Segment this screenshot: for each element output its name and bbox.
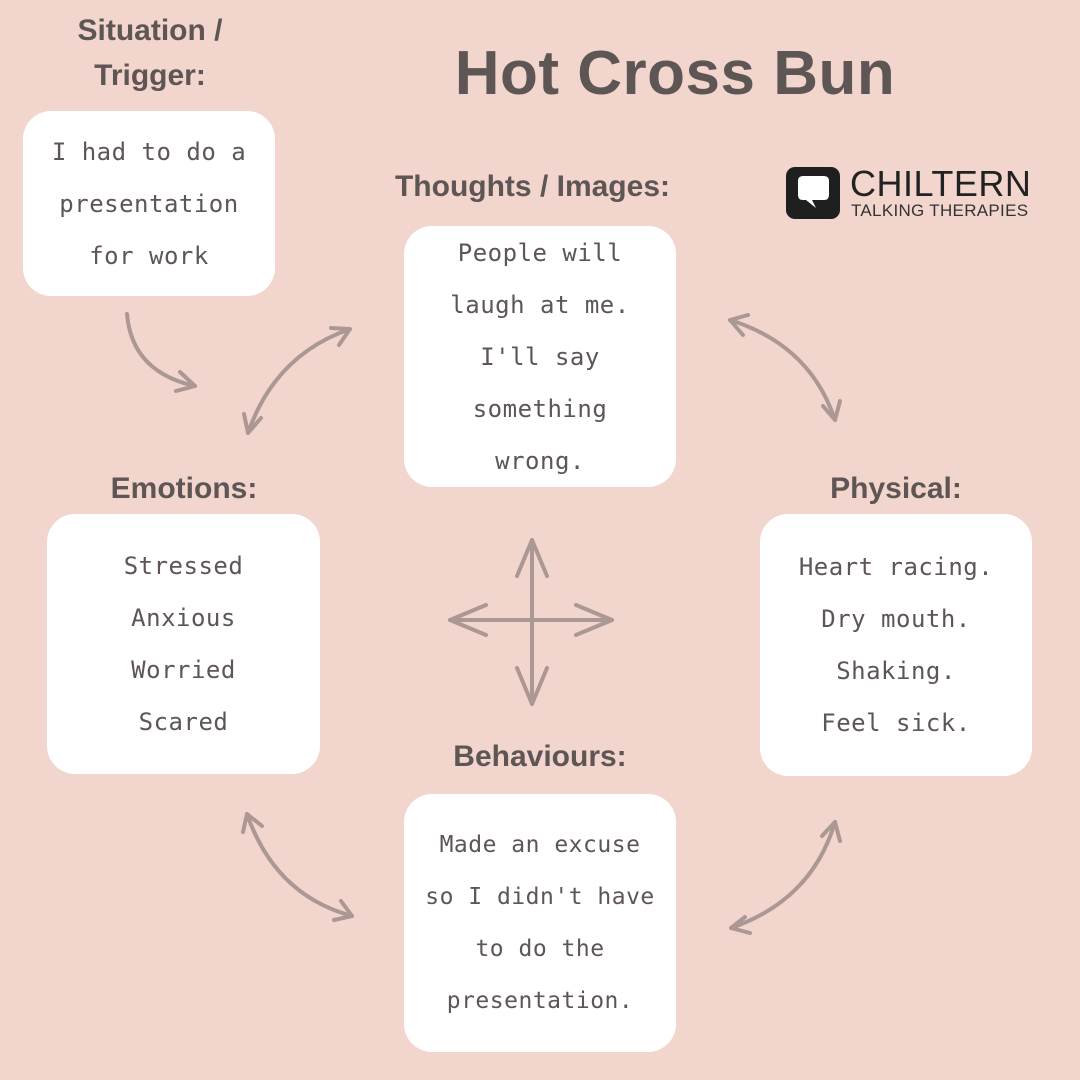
emotions-text-line: Scared (138, 708, 229, 736)
behaviours-text-line: Made an excuse (439, 832, 641, 858)
behaviours-text-line: so I didn't have (425, 884, 655, 910)
emotions-label: Emotions: (110, 472, 258, 505)
behaviours-box: Made an excuse so I didn't have to do th… (404, 794, 676, 1052)
situation-label: Situation / Trigger: (40, 8, 260, 98)
situation-text-line: presentation (59, 189, 239, 218)
physical-box: Heart racing. Dry mouth. Shaking. Feel s… (760, 514, 1032, 776)
situation-box: I had to do a presentation for work (23, 111, 275, 296)
thoughts-label: Thoughts / Images: (394, 170, 670, 203)
thoughts-physical-arrow (728, 313, 842, 422)
page-title: Hot Cross Bun (454, 39, 896, 108)
physical-text-line: Heart racing. (798, 553, 994, 581)
physical-text-line: Feel sick. (821, 709, 971, 737)
behaviours-text-line: to do the (475, 936, 605, 962)
physical-behaviours-arrow (729, 820, 842, 935)
emotions-thoughts-arrow (242, 326, 352, 435)
situation-label-line: Situation / (77, 14, 223, 47)
emotions-text-line: Anxious (131, 604, 236, 632)
trigger-arrow (125, 312, 197, 393)
chiltern-logo: CHILTERN TALKING THERAPIES (786, 163, 1048, 225)
emotions-behaviours-arrow (241, 812, 354, 922)
situation-text-line: for work (89, 241, 209, 270)
thoughts-text-line: I'll say (480, 342, 600, 371)
thoughts-text-line: something (472, 394, 608, 423)
physical-label: Physical: (830, 472, 962, 505)
center-cross-arrows (448, 538, 614, 706)
behaviours-label: Behaviours: (453, 740, 627, 773)
thoughts-text-line: laugh at me. (450, 290, 630, 319)
logo-name: CHILTERN (850, 163, 1032, 204)
thoughts-text-line: People will (457, 238, 623, 267)
speech-bubble-icon (786, 167, 840, 219)
situation-label-line: Trigger: (94, 59, 206, 92)
situation-text-line: I had to do a (51, 137, 247, 166)
physical-text-line: Dry mouth. (821, 605, 971, 633)
physical-text-line: Shaking. (836, 657, 956, 685)
emotions-text-line: Worried (131, 656, 236, 684)
thoughts-box: People will laugh at me. I'll say someth… (404, 226, 676, 487)
emotions-text-line: Stressed (123, 552, 244, 580)
behaviours-text-line: presentation. (446, 988, 634, 1014)
emotions-box: Stressed Anxious Worried Scared (47, 514, 320, 774)
logo-subtitle: TALKING THERAPIES (851, 201, 1029, 220)
thoughts-text-line: wrong. (495, 446, 585, 475)
